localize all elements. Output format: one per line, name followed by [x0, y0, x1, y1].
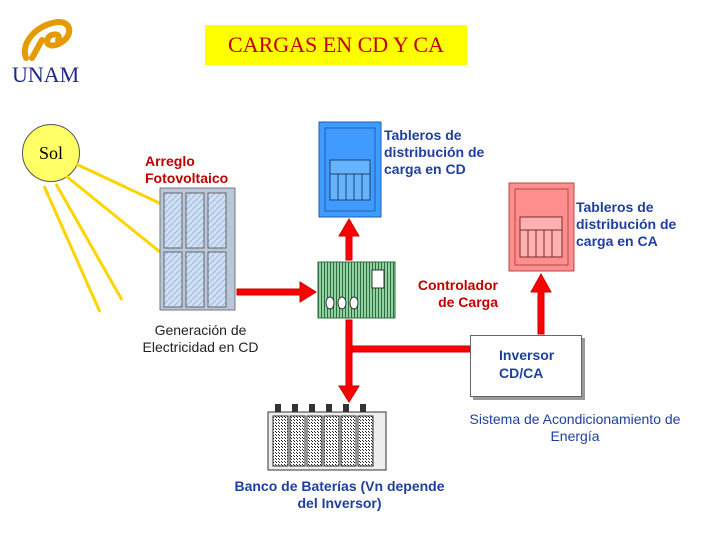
dc-panel-icon [318, 121, 382, 218]
pv-array-icon [159, 187, 236, 311]
battery-bank-icon [267, 404, 387, 471]
pv-array-label: Arreglo Fotovoltaico [145, 153, 229, 186]
page-title: CARGAS EN CD Y CA [228, 32, 444, 57]
inverter-box: Inversor CD/CA [470, 335, 582, 397]
arrow-to-dc-panel [338, 218, 360, 261]
dc-panel-label: Tableros de distribución de carga en CD [384, 127, 485, 177]
generation-label: Generación de Electricidad en CD [142, 322, 259, 355]
unam-logo-icon [21, 19, 73, 61]
ac-panel-label: Tableros de distribución de carga en CA [576, 199, 677, 249]
arrow-to-batteries [338, 319, 360, 403]
arrow-pv-to-controller [236, 281, 317, 303]
flow-arrows [236, 218, 552, 403]
arrow-to-inverter [351, 345, 471, 353]
controller-label: Controlador de Carga [417, 277, 498, 310]
ac-panel-icon [508, 182, 575, 272]
title-box: CARGAS EN CD Y CA [205, 25, 467, 65]
sun-icon: Sol [22, 124, 80, 182]
arrow-to-ac-panel [530, 272, 552, 335]
sun-label: Sol [38, 142, 63, 163]
conditioning-label: Sistema de Acondicionamiento de Energía [469, 411, 681, 444]
sun-rays [42, 162, 171, 313]
inverter-label: Inversor CD/CA [499, 347, 555, 381]
logo-text: UNAM [12, 62, 80, 87]
controller-icon [317, 261, 396, 319]
battery-bank-label: Banco de Baterías (Vn depende del Invers… [234, 478, 445, 511]
